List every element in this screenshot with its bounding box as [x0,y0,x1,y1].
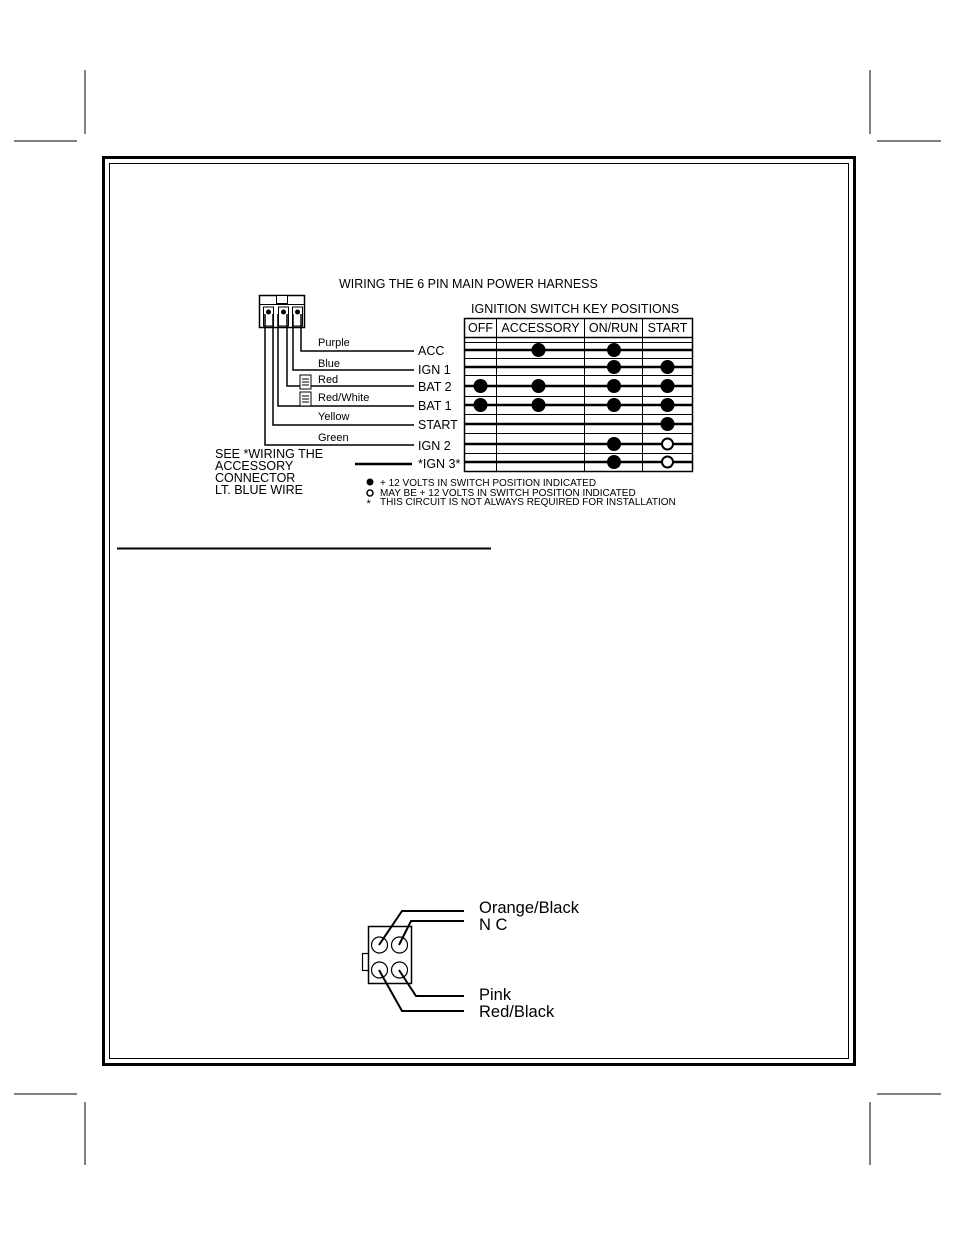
circuit-label: IGN 1 [418,363,451,377]
legend-text: THIS CIRCUIT IS NOT ALWAYS REQUIRED FOR … [380,497,676,508]
side-note-line: LT. BLUE WIRE [215,483,303,497]
ignition-table-marks [473,343,675,469]
maybe-state-ring-icon [661,455,674,469]
wire-color-label: Red/White [318,392,369,404]
on-state-dot-icon [473,379,488,393]
on-state-dot-icon [531,398,546,412]
six-pin-connector [258,294,306,329]
ignition-table-title: IGNITION SWITCH KEY POSITIONS [471,302,679,316]
side-note-line: CONNECTOR [215,471,295,485]
asterisk-icon: * [367,498,372,510]
on-state-dot-icon [660,417,675,431]
on-state-dot-icon [660,360,675,374]
circuit-label: BAT 2 [418,380,452,394]
side-note-line: ACCESSORY [215,459,294,473]
circuit-label: *IGN 3* [418,457,461,471]
filled-dot-icon [366,478,374,486]
legend: * + 12 VOLTS IN SWITCH POSITION INDICATE… [366,478,676,510]
outer-frame [102,156,856,1066]
connector-label: Pink [479,986,512,1004]
on-state-dot-icon [660,398,675,412]
connector-label: Red/Black [479,1003,555,1021]
ignition-table-grid [463,317,694,473]
on-state-dot-icon [473,398,488,412]
column-header: START [648,321,688,335]
inner-frame [109,163,849,1059]
connector-leads [378,910,464,1012]
column-header: ON/RUN [589,321,638,335]
on-state-dot-icon [607,360,621,374]
wire-purple [300,314,414,352]
wire-red-white [277,314,414,407]
connector-label: N C [479,916,508,934]
on-state-dot-icon [607,455,621,469]
connector-label: Orange/Black [479,899,580,917]
circuit-label: START [418,418,458,432]
maybe-state-ring-icon [661,437,674,451]
legend-text: + 12 VOLTS IN SWITCH POSITION INDICATED [380,478,596,489]
on-state-dot-icon [531,343,546,357]
connector-diagram: Orange/Black N C Pink Red/Black [361,899,580,1021]
wire-red [286,314,414,387]
fuse-icon [299,374,312,407]
on-state-dot-icon [607,343,621,357]
four-pin-connector [361,925,413,985]
ignition-table-rows [464,348,692,464]
column-header: ACCESSORY [501,321,580,335]
on-state-dot-icon [531,379,546,393]
circuit-label: ACC [418,344,444,358]
wire-color-label: Red [318,374,338,386]
on-state-dot-icon [607,379,621,393]
wire-blue [292,314,414,371]
wire-green [264,314,414,446]
harness-diagram: WIRING THE 6 PIN MAIN POWER HARNESS [215,277,694,510]
column-header: OFF [468,321,493,335]
wire-color-label: Yellow [318,411,349,423]
side-note-line: SEE *WIRING THE [215,447,323,461]
wire-color-label: Blue [318,358,340,370]
harness-title: WIRING THE 6 PIN MAIN POWER HARNESS [339,277,598,291]
wire-color-label: Green [318,432,349,444]
on-state-dot-icon [607,437,621,451]
crop-marks [14,70,941,1165]
harness-wires [264,314,414,466]
wire-color-label: Purple [318,337,350,349]
on-state-dot-icon [607,398,621,412]
circuit-label: BAT 1 [418,399,452,413]
wire-yellow [272,314,414,426]
on-state-dot-icon [660,379,675,393]
open-dot-icon [366,489,374,497]
legend-text: MAY BE + 12 VOLTS IN SWITCH POSITION IND… [380,488,636,499]
circuit-label: IGN 2 [418,439,451,453]
